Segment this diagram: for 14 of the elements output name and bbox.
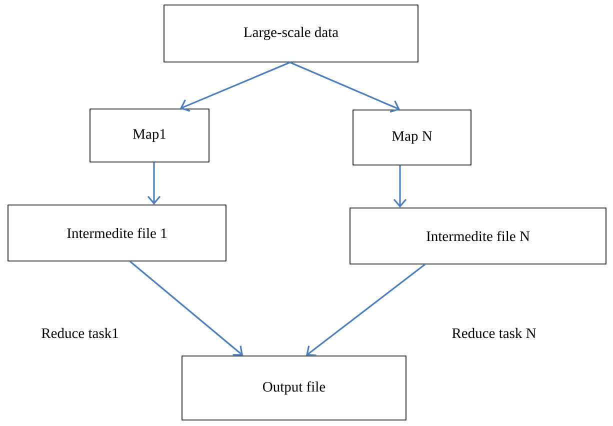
- arrow: [147, 162, 161, 205]
- process-box: Large-scale data: [164, 4, 418, 62]
- process-box: Map1: [90, 108, 210, 162]
- text-label: Reduce task1: [42, 328, 118, 338]
- process-box: Intermedite file 1: [8, 204, 226, 262]
- process-box: Output file: [182, 356, 406, 420]
- arrow: [180, 62, 290, 112]
- process-box: Map N: [352, 110, 472, 166]
- text-label: Reduce task N: [452, 328, 536, 338]
- process-box: Intermedite file N: [350, 208, 606, 264]
- arrow: [290, 62, 400, 113]
- arrow: [393, 165, 407, 208]
- arrow: [306, 264, 426, 356]
- arrow: [129, 260, 243, 356]
